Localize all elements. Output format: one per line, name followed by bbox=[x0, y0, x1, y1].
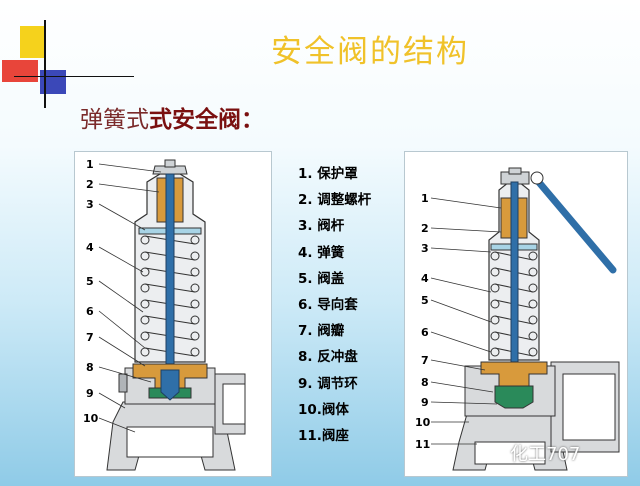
watermark: 化工707 bbox=[510, 444, 581, 465]
right-label-8: 8 bbox=[421, 376, 429, 389]
right-label-4: 4 bbox=[421, 272, 429, 285]
left-label-2: 2 bbox=[86, 178, 94, 191]
left-label-6: 6 bbox=[86, 305, 94, 318]
wechat-icon bbox=[486, 443, 506, 463]
legend-item: 2. 调整螺杆 bbox=[298, 192, 372, 209]
left-label-8: 8 bbox=[86, 361, 94, 374]
right-label-6: 6 bbox=[421, 326, 429, 339]
right-label-5: 5 bbox=[421, 294, 429, 307]
legend-item: 9. 调节环 bbox=[298, 375, 358, 392]
right-label-7: 7 bbox=[421, 354, 429, 367]
page-title: 安全阀的结构 bbox=[271, 34, 469, 70]
left-label-3: 3 bbox=[86, 198, 94, 211]
left-diagram-panel: 1 2 3 4 5 6 7 8 9 10 bbox=[74, 151, 272, 477]
right-label-9: 9 bbox=[421, 396, 429, 409]
legend-item: 11.阀座 bbox=[298, 427, 349, 444]
parts-legend: 1. 保护罩 2. 调整螺杆 3. 阀杆 4. 弹簧 5. 阀盖 6. 导向套 … bbox=[298, 162, 371, 450]
right-label-10: 10 bbox=[415, 416, 431, 429]
left-label-5: 5 bbox=[86, 275, 94, 288]
legend-item: 3. 阀杆 bbox=[298, 218, 345, 235]
legend-item: 10.阀体 bbox=[298, 401, 349, 418]
right-diagram-panel: 1 2 3 4 5 6 7 8 9 10 11 bbox=[404, 151, 628, 477]
legend-item: 8. 反冲盘 bbox=[298, 349, 358, 366]
left-label-1: 1 bbox=[86, 158, 94, 171]
subtitle: 弹簧式式安全阀： bbox=[80, 100, 264, 134]
legend-item: 7. 阀瓣 bbox=[298, 323, 345, 340]
subtitle-part1: 弹簧式 bbox=[80, 107, 149, 133]
right-label-1: 1 bbox=[421, 192, 429, 205]
legend-item: 4. 弹簧 bbox=[298, 244, 345, 261]
right-label-2: 2 bbox=[421, 222, 429, 235]
left-label-7: 7 bbox=[86, 331, 94, 344]
right-label-11: 11 bbox=[415, 438, 430, 451]
left-valve-diagram: 1 2 3 4 5 6 7 8 9 10 bbox=[83, 158, 246, 471]
left-label-10: 10 bbox=[83, 412, 99, 425]
right-label-3: 3 bbox=[421, 242, 429, 255]
right-valve-diagram: 1 2 3 4 5 6 7 8 9 10 11 bbox=[415, 167, 620, 471]
legend-item: 1. 保护罩 bbox=[298, 166, 358, 182]
legend-item: 6. 导向套 bbox=[298, 296, 358, 313]
subtitle-part2: 式安全阀： bbox=[149, 107, 264, 133]
left-label-9: 9 bbox=[86, 387, 94, 400]
legend-item: 5. 阀盖 bbox=[298, 270, 345, 287]
left-label-4: 4 bbox=[86, 241, 94, 254]
